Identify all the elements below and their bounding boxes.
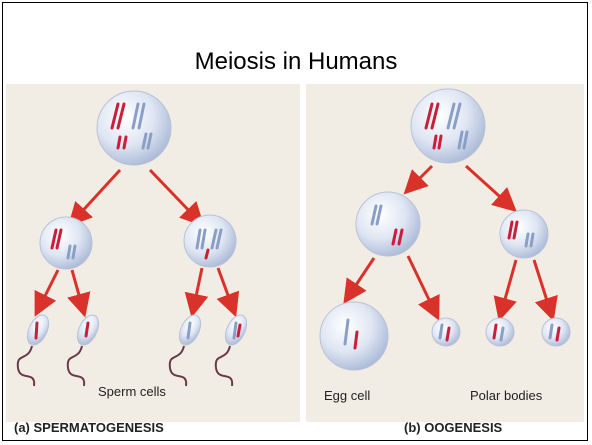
polar-body (432, 318, 460, 346)
sperm-parent-cell (97, 91, 171, 165)
polar-body (542, 318, 570, 346)
egg-cell (320, 302, 388, 370)
arrow-sperm-2d (218, 268, 232, 306)
oocyte-parent-cell (411, 89, 485, 163)
egg-cell-label: Egg cell (324, 388, 370, 403)
sperm-secondary-cell-left (40, 217, 92, 269)
sperm-cells-label: Sperm cells (98, 384, 166, 399)
arrow-oo-2b (408, 256, 434, 310)
sperm-cell (216, 312, 251, 386)
arrow-sperm-right (150, 170, 196, 218)
arrow-oo-right (466, 166, 508, 204)
polar-body (486, 318, 514, 346)
secondary-oocyte (356, 192, 420, 256)
sperm-cell (68, 312, 103, 386)
oogenesis-caption: (b) OOGENESIS (404, 420, 502, 442)
sperm-cell (170, 312, 205, 386)
spermatogenesis-caption: (a) SPERMATOGENESIS (14, 420, 164, 442)
arrow-oo-2a (350, 258, 374, 294)
arrow-oo-2c (502, 260, 516, 310)
polar-bodies-label: Polar bodies (470, 388, 542, 403)
arrow-sperm-2b (72, 270, 82, 306)
first-polar-body (500, 210, 548, 258)
arrow-oo-left (412, 166, 432, 186)
arrow-sperm-2a (40, 270, 58, 306)
arrow-oo-2d (534, 260, 550, 310)
arrow-sperm-left (76, 170, 120, 218)
arrow-sperm-2c (194, 268, 202, 306)
sperm-secondary-cell-right (184, 215, 236, 267)
sperm-cell (18, 312, 53, 386)
